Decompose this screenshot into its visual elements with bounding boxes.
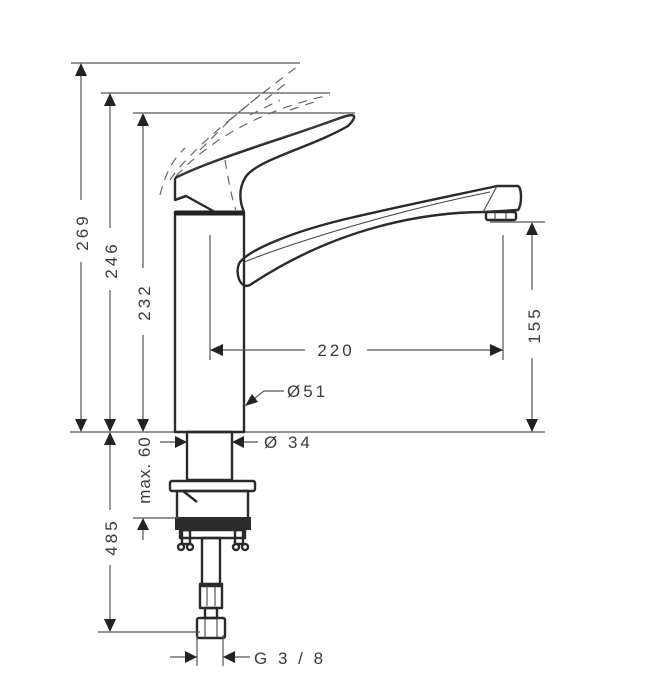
arrow-up-icon xyxy=(526,222,538,235)
arrow-right-icon xyxy=(185,651,197,663)
dimension-g-3-8: G 3 / 8 xyxy=(170,635,326,668)
mounting-nut xyxy=(168,479,257,552)
dimension-155: 155 xyxy=(490,221,545,432)
arrow-up-icon xyxy=(137,113,149,126)
faucet-body xyxy=(173,210,246,434)
supply-hose xyxy=(195,536,227,640)
label-diameter-34: Ø 34 xyxy=(264,433,313,452)
label-485: 485 xyxy=(102,518,121,555)
arrow-down-icon xyxy=(137,419,149,432)
arrow-down-icon xyxy=(104,419,116,432)
label-155: 155 xyxy=(525,306,544,343)
dimension-220: 220 xyxy=(210,235,504,360)
dimension-diameter-51: Ø51 xyxy=(245,382,328,406)
arrow-right-icon xyxy=(490,344,503,356)
arrow-up-icon xyxy=(104,93,116,106)
dimension-485: 485 xyxy=(98,432,200,633)
arrow-down-icon xyxy=(526,419,538,432)
label-220: 220 xyxy=(317,341,354,360)
arrow-up-icon xyxy=(137,518,149,530)
mounting-shank: Ø 34 xyxy=(160,430,313,482)
arrow-icon xyxy=(245,394,258,406)
label-g-3-8: G 3 / 8 xyxy=(254,649,326,668)
lever-handle-raised-positions xyxy=(159,65,331,211)
arrow-left-icon xyxy=(232,436,244,448)
arrow-left-icon xyxy=(223,651,235,663)
arrow-up-icon xyxy=(104,432,116,445)
arrow-down-icon xyxy=(75,419,87,432)
lever-handle xyxy=(173,114,356,214)
dimension-max-60: max. 60 xyxy=(133,436,178,540)
arrow-left-icon xyxy=(210,344,223,356)
spout xyxy=(236,184,523,288)
dimension-232: 232 xyxy=(133,112,355,432)
arrow-up-icon xyxy=(75,63,87,76)
label-max-60: max. 60 xyxy=(135,436,154,503)
label-232: 232 xyxy=(135,283,154,320)
dimension-269: 269 xyxy=(71,62,300,432)
dimension-246: 246 xyxy=(101,92,330,432)
label-diameter-51: Ø51 xyxy=(287,382,328,401)
arrow-right-icon xyxy=(175,436,187,448)
arrow-down-icon xyxy=(104,619,116,632)
label-269: 269 xyxy=(73,213,92,250)
label-246: 246 xyxy=(102,241,121,278)
